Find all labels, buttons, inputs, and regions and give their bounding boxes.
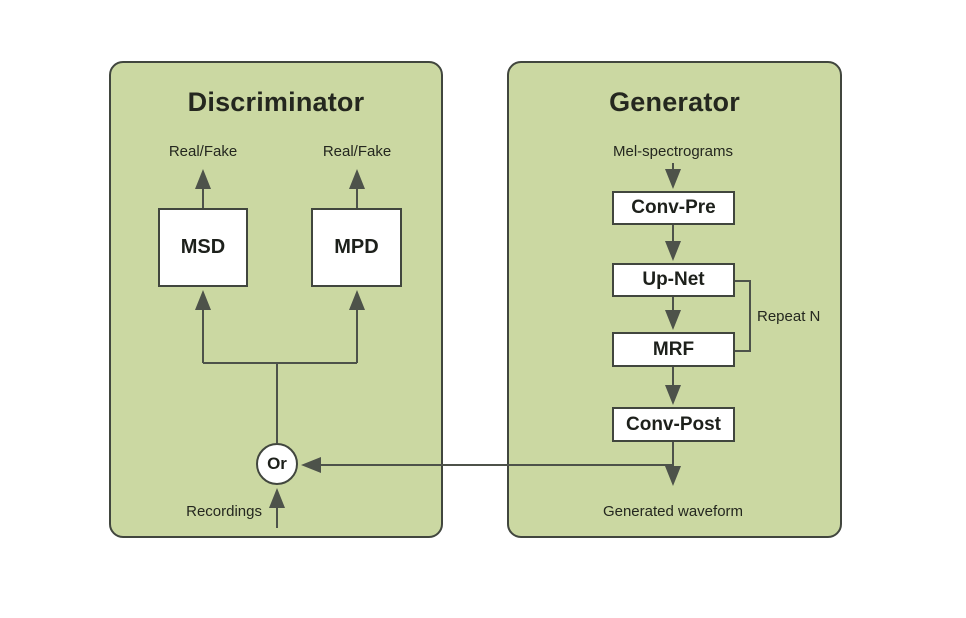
generator-title: Generator	[609, 87, 740, 117]
or-junction-label: Or	[267, 454, 287, 473]
discriminator-title: Discriminator	[187, 87, 365, 117]
conv-pre-box: Conv-Pre	[612, 191, 735, 225]
mrf-box: MRF	[612, 332, 735, 367]
conv-post-box: Conv-Post	[612, 407, 735, 442]
msd-box: MSD	[158, 208, 248, 287]
mrf-box-label: MRF	[652, 338, 695, 360]
generated-waveform-label: Generated waveform	[602, 503, 744, 520]
mpd-box: MPD	[311, 208, 402, 287]
repeat-n-label: Repeat N	[757, 308, 821, 325]
generator-panel	[507, 61, 842, 538]
up-net-box: Up-Net	[612, 263, 735, 297]
or-junction: Or	[256, 443, 298, 485]
recordings-label: Recordings	[186, 503, 262, 520]
mpd-box-label: MPD	[334, 236, 379, 258]
conv-post-box-label: Conv-Post	[626, 413, 721, 435]
conv-pre-box-label: Conv-Pre	[631, 197, 716, 218]
mel-spectrograms-label: Mel-spectrograms	[612, 143, 734, 160]
up-net-box-label: Up-Net	[642, 269, 705, 290]
realfake-label-msd: Real/Fake	[168, 143, 238, 160]
msd-box-label: MSD	[180, 236, 226, 258]
realfake-label-mpd: Real/Fake	[322, 143, 392, 160]
